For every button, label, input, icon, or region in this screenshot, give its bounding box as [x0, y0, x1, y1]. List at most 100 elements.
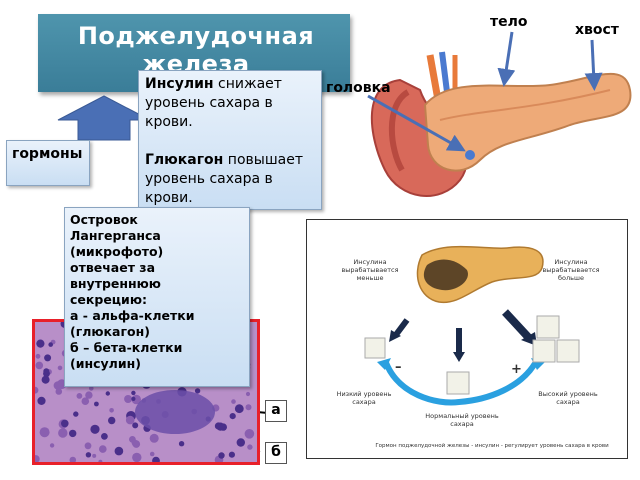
cell-nucleus	[131, 439, 139, 447]
insulin-info: Инсулин снижает уровень сахара в крови.	[145, 75, 315, 132]
sugar-regulation-diagram: Инсулина вырабатывается меньше Инсулина …	[306, 219, 628, 459]
cell-nucleus	[231, 399, 236, 404]
cell-nucleus	[131, 390, 136, 396]
sugar-cube	[532, 339, 556, 363]
cell-nucleus	[244, 429, 255, 439]
cell-nucleus	[73, 411, 79, 417]
hormones-box: гормоны	[6, 140, 90, 186]
minus-sign: –	[395, 360, 402, 375]
diagram-pancreas-head	[423, 259, 468, 291]
sugar-cube	[556, 339, 580, 363]
pancreas-illustration	[370, 51, 632, 197]
cell-nucleus	[152, 456, 160, 462]
islet-line: (инсулин)	[70, 356, 141, 371]
cell-nucleus	[37, 396, 46, 405]
cell-nucleus	[49, 443, 55, 448]
cell-nucleus	[48, 342, 53, 347]
cell-nucleus	[57, 365, 63, 371]
cell-nucleus	[105, 391, 111, 396]
cell-nucleus	[35, 353, 41, 359]
cell-nucleus	[92, 453, 97, 458]
cell-nucleus	[98, 459, 103, 462]
cell-nucleus	[124, 395, 133, 403]
islet-line: секрецию:	[70, 292, 147, 307]
cell-nucleus	[39, 427, 50, 438]
normal-sugar-text: Нормальный уровень сахара	[425, 412, 499, 428]
cell-nucleus	[194, 388, 201, 394]
cell-nucleus	[36, 339, 45, 348]
insulin-high-text: Инсулина вырабатывается больше	[542, 258, 600, 282]
cell-nucleus	[41, 375, 50, 384]
cell-nucleus	[35, 361, 44, 370]
cell-nucleus	[108, 416, 116, 425]
cell-nucleus	[58, 428, 68, 438]
cell-nucleus	[216, 422, 225, 431]
islet-line: (микрофото)	[70, 244, 164, 259]
islet-line: б – бета-клетки	[70, 340, 183, 355]
cell-nucleus	[76, 393, 83, 399]
vessel	[426, 54, 442, 101]
sugar-cube	[536, 315, 560, 339]
islet-line: внутреннюю	[70, 276, 161, 291]
diagram-arrowhead	[453, 352, 465, 362]
glucagon-info: Глюкагон повышает уровень сахара в крови…	[145, 151, 315, 208]
cell-nucleus	[234, 404, 244, 414]
cell-nucleus	[53, 381, 63, 390]
high-sugar-text: Высокий уровень сахара	[538, 390, 598, 406]
cell-nucleus	[44, 354, 52, 362]
islet-line: а - альфа-клетки	[70, 308, 195, 323]
glucagon-term: Глюкагон	[145, 152, 224, 168]
insulin-text: снижает уровень сахара в крови.	[145, 76, 282, 130]
cell-nucleus	[218, 452, 225, 459]
cell-nucleus	[101, 433, 108, 440]
cell-nucleus	[132, 452, 142, 462]
cell-nucleus	[178, 441, 185, 447]
cell-nucleus	[99, 445, 107, 453]
islet-line: Островок	[70, 212, 138, 227]
cell-nucleus	[229, 413, 236, 420]
cell-nucleus	[55, 388, 63, 395]
cell-nucleus	[109, 408, 114, 413]
label-head: головка	[326, 80, 391, 96]
cell-nucleus	[247, 444, 253, 450]
label-tail: хвост	[575, 22, 619, 38]
cell-nucleus	[90, 424, 100, 434]
sugar-cube	[364, 337, 386, 359]
pancreatic-duct	[439, 89, 611, 121]
duodenum-fold	[388, 89, 410, 172]
islet-line: отвечает за	[70, 260, 156, 275]
cell-nucleus	[236, 438, 245, 447]
diagram-arrow-left	[392, 318, 410, 338]
islet-line: Лангерганса	[70, 228, 161, 243]
cell-nucleus	[228, 451, 235, 458]
cell-nucleus	[84, 442, 92, 450]
hormone-info-box: Инсулин снижает уровень сахара в крови. …	[138, 70, 322, 210]
islet-line: (глюкагон)	[70, 324, 150, 339]
cell-nucleus	[114, 446, 124, 456]
sugar-cube	[446, 371, 470, 395]
cell-nucleus	[35, 455, 40, 462]
cell-nucleus	[149, 451, 155, 457]
diagram-arrowhead	[389, 330, 401, 342]
cell-nucleus	[81, 397, 90, 405]
page-title: Поджелудочная железа	[77, 22, 315, 78]
diagram-caption: Гормон поджелудочной железы - инсулин - …	[375, 443, 609, 449]
duct-opening	[465, 150, 475, 160]
cell-nucleus	[131, 396, 136, 401]
cell-nucleus	[43, 368, 50, 375]
insulin-term: Инсулин	[145, 76, 214, 92]
low-sugar-text: Низкий уровень сахара	[336, 390, 392, 406]
arrow-body	[497, 31, 516, 87]
cell-nucleus	[149, 433, 159, 443]
cycle-arc	[382, 358, 540, 406]
cell-nucleus	[35, 386, 39, 394]
cell-nucleus	[85, 391, 93, 399]
regulation-graphics	[364, 245, 580, 406]
label-a: а	[265, 400, 287, 422]
cell-nucleus	[132, 422, 139, 429]
label-body: тело	[490, 14, 528, 30]
glucagon-text: повышает уровень сахара в крови.	[145, 152, 303, 206]
cell-nucleus	[125, 415, 135, 425]
cell-nucleus	[89, 386, 94, 391]
cell-nucleus	[85, 452, 92, 458]
